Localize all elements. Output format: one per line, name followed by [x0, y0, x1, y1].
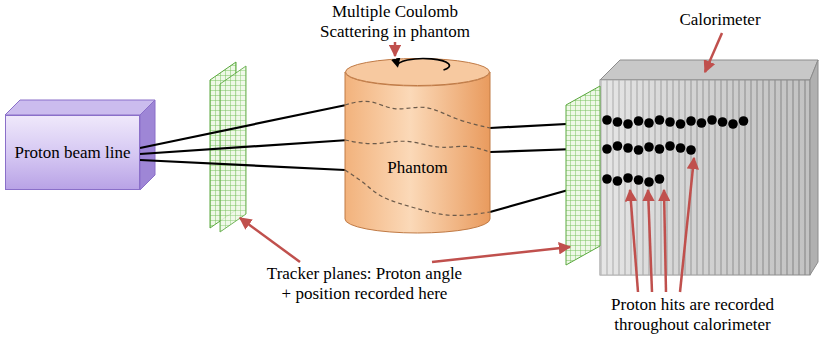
- proton-track: [140, 140, 345, 154]
- node-label: Phantom: [345, 158, 490, 178]
- node-label: Proton beam line: [8, 143, 136, 163]
- hit-dot: [686, 116, 696, 126]
- tracker-plane: [566, 86, 600, 265]
- hit-dot: [665, 141, 675, 151]
- hit-dot: [602, 144, 612, 154]
- callout-label: Proton hits are recorded throughout calo…: [585, 295, 800, 334]
- hit-dot: [613, 176, 623, 186]
- hit-dot: [644, 177, 654, 187]
- hit-dot: [739, 116, 749, 126]
- calorimeter-body: [600, 80, 810, 275]
- hit-dot: [623, 143, 633, 153]
- rotation-arrow: [397, 59, 449, 70]
- calorimeter-side: [810, 60, 818, 275]
- callout-label: Calorimeter: [660, 10, 780, 30]
- hit-dot: [644, 118, 654, 128]
- hit-dot: [602, 174, 612, 184]
- phantom-cylinder: Phantom: [345, 58, 490, 233]
- cylinder-top: [346, 59, 490, 86]
- hit-dot: [634, 175, 644, 185]
- hit-dot: [728, 119, 738, 129]
- proton-track: [140, 160, 345, 170]
- hit-dot: [623, 173, 633, 183]
- scattering-path: [345, 101, 490, 128]
- hit-dot: [697, 118, 707, 128]
- calorimeter-shade: [600, 80, 810, 275]
- hit-dot: [655, 144, 665, 154]
- hit-dot: [634, 116, 644, 126]
- hit-dot: [655, 174, 665, 184]
- hit-dot: [655, 115, 665, 125]
- hit-dot: [602, 115, 612, 125]
- callout-label: Tracker planes: Proton angle + position …: [262, 264, 467, 303]
- hit-dot: [623, 119, 633, 129]
- beam-line-box: Proton beam line: [5, 115, 140, 190]
- hit-dot: [707, 115, 717, 125]
- beam-box-top: [5, 100, 155, 115]
- callout-arrows: [240, 33, 722, 292]
- hit-dot: [613, 141, 623, 151]
- hit-dot: [718, 117, 728, 127]
- hit-dot: [613, 117, 623, 127]
- hit-dot: [634, 145, 644, 155]
- hit-dot: [676, 119, 686, 129]
- cylinder-body: [345, 72, 490, 233]
- hit-dot: [665, 117, 675, 127]
- callout-label: Multiple Coulomb Scattering in phantom: [300, 2, 490, 41]
- hit-dot: [686, 145, 696, 155]
- hit-dot: [644, 142, 654, 152]
- scattering-path: [345, 140, 490, 152]
- cylinder-outline: [345, 58, 490, 233]
- proton-hits: [602, 115, 748, 187]
- hit-dot: [676, 143, 686, 153]
